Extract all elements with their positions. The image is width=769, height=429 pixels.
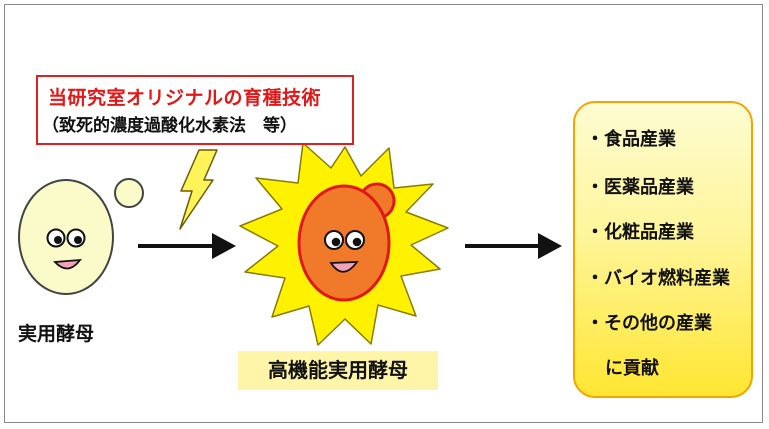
industry-item-pharma: ・医薬品産業 — [586, 177, 694, 198]
breeding-method-box — [36, 75, 354, 145]
breeding-method-title: 当研究室オリジナルの育種技術 — [48, 87, 322, 109]
industry-item-cosmetics: ・化粧品産業 — [586, 222, 694, 243]
high-function-yeast-label-box: 高機能実用酵母 — [238, 351, 438, 390]
industry-box — [573, 101, 753, 398]
high-function-yeast-label: 高機能実用酵母 — [268, 358, 408, 382]
industry-item-food: ・食品産業 — [586, 129, 676, 150]
practical-yeast-label: 実用酵母 — [18, 323, 95, 345]
arrow-right-icon — [138, 233, 236, 259]
breeding-method-subtitle: （致死的濃度過酸化水素法 等） — [42, 116, 297, 136]
yeast-face-icon — [18, 178, 144, 295]
industry-footer: に貢献 — [605, 358, 659, 379]
arrow-right-icon — [465, 233, 562, 259]
lightning-icon — [179, 149, 218, 230]
industry-item-biofuel: ・バイオ燃料産業 — [586, 268, 730, 289]
yeast-face-icon — [297, 182, 396, 302]
industry-item-other: ・その他の産業 — [586, 313, 712, 334]
